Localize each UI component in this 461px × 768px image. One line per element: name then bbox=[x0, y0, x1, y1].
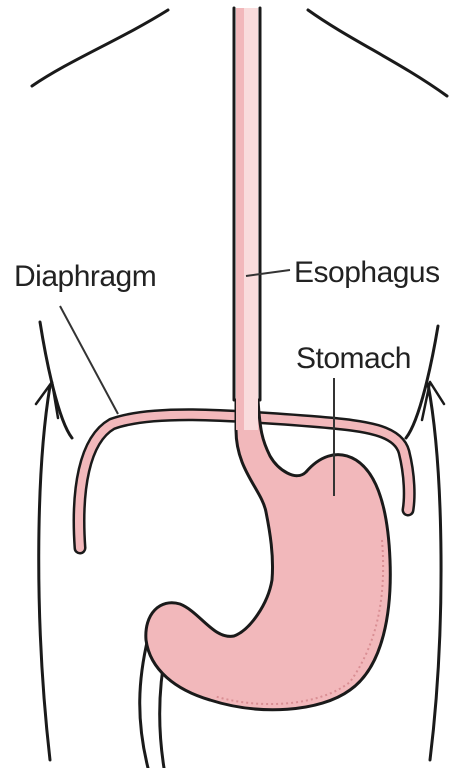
esophagus-tube-shade bbox=[236, 8, 244, 430]
left-shoulder-outline bbox=[32, 10, 168, 86]
diaphragm-label: Diaphragm bbox=[14, 260, 156, 293]
diaphragm-leader-line bbox=[60, 306, 118, 414]
esophagus-label: Esophagus bbox=[294, 256, 440, 289]
stomach bbox=[146, 400, 390, 710]
duodenum bbox=[140, 638, 148, 768]
left-rib-outline bbox=[39, 386, 50, 760]
stomach-label: Stomach bbox=[296, 342, 411, 375]
right-shoulder-outline bbox=[308, 10, 447, 96]
right-rib-outline bbox=[428, 384, 441, 760]
